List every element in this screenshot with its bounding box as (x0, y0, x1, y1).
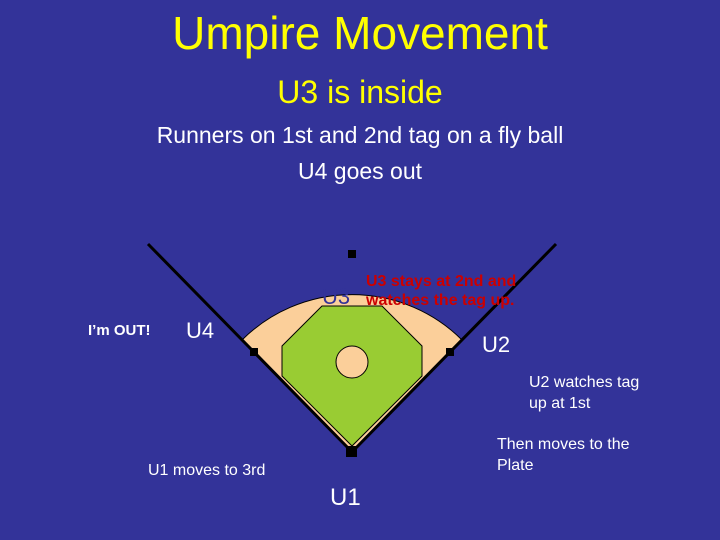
u3-note-line-1: U3 stays at 2nd and (366, 273, 517, 290)
u4-movement-line: U4 goes out (297, 158, 423, 184)
third-base (250, 348, 258, 356)
second-base (348, 250, 356, 258)
u3-note-line-2: watches the tag up. (366, 292, 515, 309)
im-out-callout: I’m OUT! (88, 322, 151, 339)
umpire-u4-label: U4 (186, 318, 215, 343)
then-moves-note: Then moves to the Plate (497, 434, 630, 476)
u2-watch-line-1: U2 watches tag (529, 374, 640, 391)
situation-line: Runners on 1st and 2nd tag on a fly ball (156, 122, 564, 148)
umpire-u3-label: U3 (322, 284, 351, 309)
then-moves-line-2: Plate (497, 457, 534, 474)
umpire-u2-label: U2 (482, 332, 511, 357)
page-title: Umpire Movement (172, 7, 548, 59)
u2-watch-line-2: up at 1st (529, 395, 591, 412)
home-plate (346, 446, 357, 457)
first-base (446, 348, 454, 356)
umpire-u1-label: U1 (330, 484, 361, 511)
u1-moves-note: U1 moves to 3rd (148, 462, 266, 479)
subtitle: U3 is inside (277, 74, 443, 110)
pitchers-mound (335, 345, 369, 379)
u3-note: U3 stays at 2nd and watches the tag up. (366, 272, 516, 310)
u2-watch-note: U2 watches tag up at 1st (529, 372, 639, 414)
then-moves-line-1: Then moves to the (497, 436, 630, 453)
